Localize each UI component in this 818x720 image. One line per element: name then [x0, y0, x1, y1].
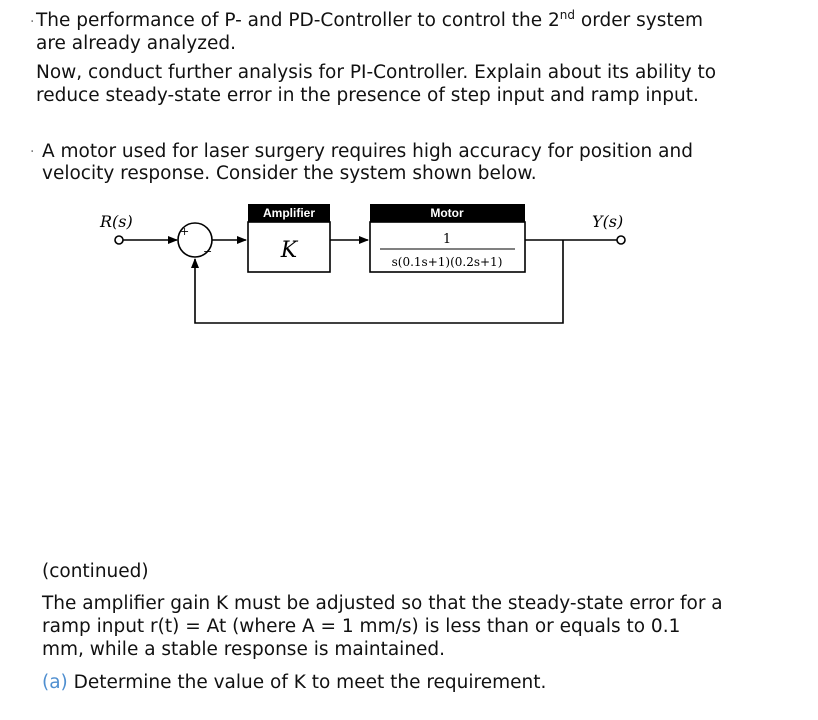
amplifier-gain: K	[280, 238, 299, 263]
block-diagram: R(s) + − Amplifier K Motor 1 s(0.1s+1)(0…	[99, 204, 626, 324]
motor-numerator: 1	[443, 232, 451, 247]
q1-line2: are already analyzed.	[36, 33, 236, 54]
feedback-path	[191, 240, 564, 324]
continued-line3: mm, while a stable response is maintaine…	[42, 639, 446, 660]
q2-line1: A motor used for laser surgery requires …	[42, 141, 693, 162]
part-a: (a) Determine the value of K to meet the…	[42, 672, 546, 694]
amplifier-title: Amplifier	[263, 206, 315, 220]
input-terminal	[114, 235, 124, 245]
continued-line1: The amplifier gain K must be adjusted so…	[42, 593, 723, 614]
motor-title: Motor	[430, 206, 464, 220]
q2-line2: velocity response. Consider the system s…	[42, 163, 537, 184]
plus-sign: +	[180, 225, 189, 238]
motor-denominator: s(0.1s+1)(0.2s+1)	[392, 255, 503, 269]
part-a-label: (a)	[42, 672, 68, 693]
q1-line1-pre: The performance of P- and PD-Controller …	[36, 10, 560, 31]
q1-line4: reduce steady-state error in the presenc…	[36, 85, 699, 106]
q1-line1-post: order system	[575, 10, 703, 31]
amplifier-header	[248, 204, 330, 222]
minus-sign: −	[203, 245, 212, 258]
part-a-text: Determine the value of K to meet the req…	[67, 672, 547, 693]
q1-line1-sup: nd	[559, 7, 576, 22]
q2-bullet: .	[30, 140, 35, 156]
motor-header	[370, 204, 525, 222]
motor-block	[369, 221, 526, 273]
q1-bullet: .	[30, 10, 35, 26]
q1-line3: Now, conduct further analysis for PI-Con…	[36, 62, 717, 83]
continued-heading: (continued)	[42, 561, 149, 582]
continued-line2: ramp input r(t) = At (where A = 1 mm/s) …	[42, 616, 681, 637]
amplifier-block	[247, 221, 331, 273]
input-label: R(s)	[99, 212, 133, 231]
q1-line1: The performance of P- and PD-Controller …	[36, 7, 703, 32]
output-label: Y(s)	[592, 212, 623, 231]
output-terminal	[616, 235, 626, 245]
